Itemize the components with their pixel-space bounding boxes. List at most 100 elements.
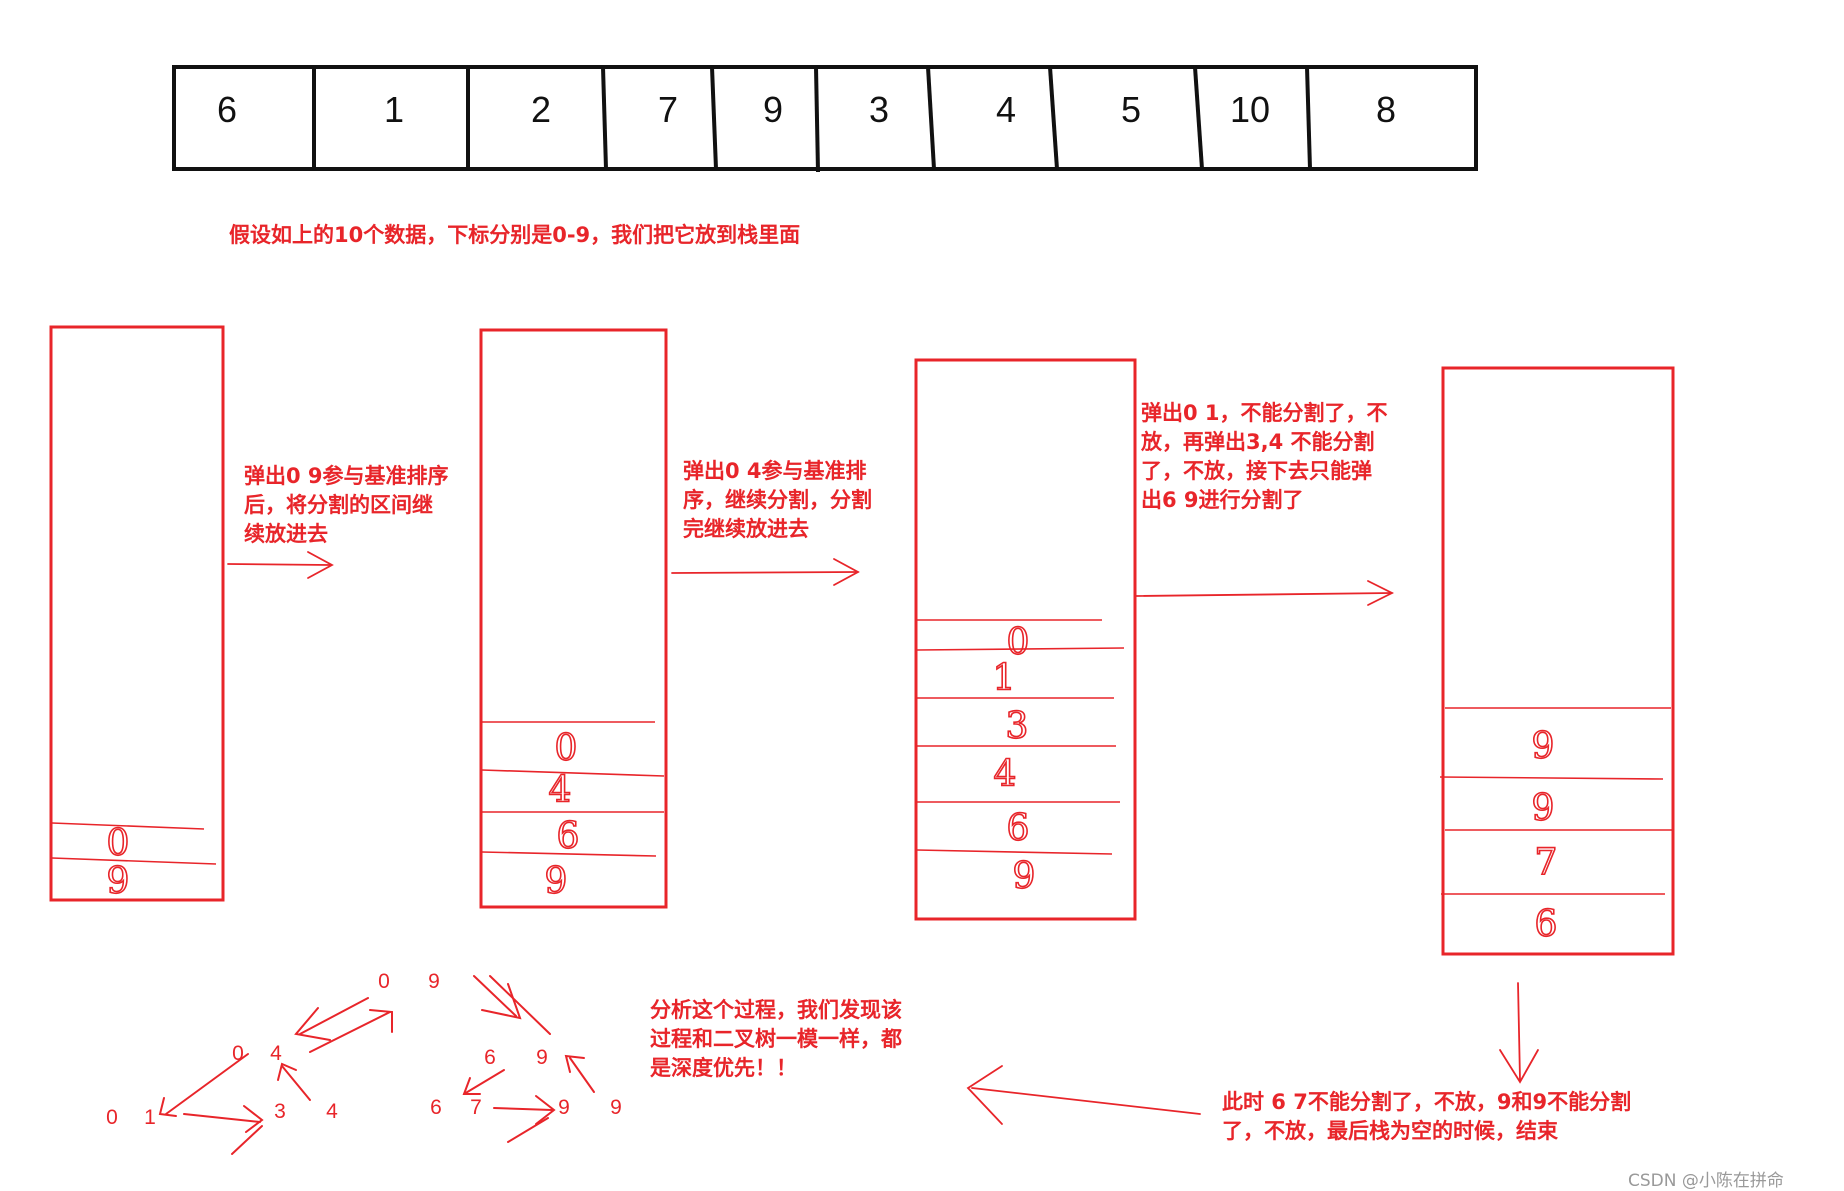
array-divider xyxy=(1048,66,1059,170)
stack-slot-line xyxy=(481,769,665,777)
tree-edge-arrow xyxy=(564,1054,595,1093)
tree-node-label: 0 xyxy=(232,1042,244,1065)
array-cell: 6 xyxy=(217,89,237,130)
tree-edge-arrow xyxy=(309,1009,393,1053)
note-line: 过程和二叉树一模一样，都 xyxy=(650,1027,902,1051)
arrow-step-1 xyxy=(227,551,334,579)
array-outline xyxy=(172,65,1478,171)
note-line: 弹出0 9参与基准排序 xyxy=(244,464,449,488)
step-2-note: 弹出0 4参与基准排 序，继续分割，分割 完继续放进去 xyxy=(683,457,872,544)
stack-slot-line xyxy=(51,857,217,865)
tree-edge-arrow xyxy=(473,975,522,1020)
stack-3-item: 4 xyxy=(994,754,1017,795)
stack-1-item: 0 xyxy=(107,823,130,864)
stack-3-item: 9 xyxy=(1013,856,1036,897)
arrow-to-end xyxy=(1499,982,1539,1084)
tree-node-label: 7 xyxy=(470,1096,482,1119)
analysis-note: 分析这个过程，我们发现该 过程和二叉树一模一样，都 是深度优先！！ xyxy=(650,996,902,1083)
array-cell: 2 xyxy=(531,89,551,130)
array-strip: 6 1 2 7 9 3 4 5 10 8 xyxy=(172,65,1478,173)
stack-3-item: 1 xyxy=(993,658,1016,699)
tree-node-label: 0 xyxy=(106,1106,118,1129)
array-divider xyxy=(1193,66,1204,170)
stack-slot-line xyxy=(481,851,657,857)
note-line: 出6 9进行分割了 xyxy=(1141,488,1304,512)
tree-edge-arrow xyxy=(489,975,551,1035)
tree-node-label: 9 xyxy=(428,970,440,993)
tree-node-label: 9 xyxy=(610,1096,622,1119)
stack-3-item: 6 xyxy=(1007,808,1030,849)
array-cell: 10 xyxy=(1230,89,1270,130)
stack-frame xyxy=(914,358,1137,921)
array-divider xyxy=(1305,66,1312,170)
stack-2-item: 6 xyxy=(557,816,580,857)
tree-edge-arrow xyxy=(158,1053,249,1117)
stack-frame xyxy=(49,325,225,902)
stack-slot-line xyxy=(1439,776,1664,780)
tree-edge-arrow xyxy=(507,1117,549,1143)
step-4-note: 此时 6 7不能分割了，不放，9和9不能分割 了，不放，最后栈为空的时候，结束 xyxy=(1222,1088,1631,1146)
stack-2-item: 0 xyxy=(555,728,578,769)
stack-4-item: 6 xyxy=(1535,904,1558,945)
stack-slot-line xyxy=(916,647,1125,651)
array-divider xyxy=(814,66,820,173)
note-line: 弹出0 4参与基准排 xyxy=(683,459,867,483)
tree-node-label: 9 xyxy=(558,1096,570,1119)
note-line: 是深度优先！！ xyxy=(650,1056,797,1080)
stack-1 xyxy=(49,325,225,902)
step-3-note: 弹出0 1，不能分割了，不 放，再弹出3,4 不能分割 了，不放，接下去只能弹 … xyxy=(1141,399,1388,515)
tree-node-label: 9 xyxy=(536,1046,548,1069)
stack-3-item: 3 xyxy=(1006,706,1029,747)
tree-edge-arrow xyxy=(231,1125,263,1155)
tree-node-label: 1 xyxy=(144,1106,156,1129)
array-cell: 4 xyxy=(996,89,1016,130)
tree-edge-arrow xyxy=(462,1069,505,1095)
stack-4-item: 7 xyxy=(1535,842,1558,883)
stack-4 xyxy=(1439,366,1675,956)
array-divider xyxy=(601,66,608,170)
watermark: CSDN @小陈在拼命 xyxy=(1628,1171,1784,1191)
tree-edge-arrow xyxy=(493,1095,556,1125)
tree-node-label: 6 xyxy=(430,1096,442,1119)
tree-node-label: 4 xyxy=(270,1042,282,1065)
intro-note: 假设如上的10个数据，下标分别是0-9，我们把它放到栈里面 xyxy=(229,223,801,247)
array-cell: 8 xyxy=(1376,89,1396,130)
array-cell: 5 xyxy=(1121,89,1141,130)
stack-1-item: 9 xyxy=(107,861,130,902)
array-cell: 9 xyxy=(763,89,783,130)
note-line: 后，将分割的区间继 xyxy=(244,493,433,517)
tree-edge-arrow xyxy=(294,997,369,1041)
tree-node-label: 4 xyxy=(326,1100,338,1123)
arrow-step-3 xyxy=(1135,580,1395,606)
note-line: 了，不放，接下去只能弹 xyxy=(1141,459,1372,483)
stack-2-item: 9 xyxy=(545,861,568,902)
array-cell: 7 xyxy=(658,89,678,130)
stack-2-item: 4 xyxy=(549,770,572,811)
stack-3 xyxy=(914,358,1137,921)
note-line: 此时 6 7不能分割了，不放，9和9不能分割 xyxy=(1222,1090,1632,1114)
step-1-note: 弹出0 9参与基准排序 后，将分割的区间继 续放进去 xyxy=(244,462,449,549)
stack-3-item: 0 xyxy=(1007,622,1030,663)
stack-4-item: 9 xyxy=(1532,788,1555,829)
array-divider xyxy=(926,66,936,170)
note-line: 序，继续分割，分割 xyxy=(683,488,872,512)
stack-frame xyxy=(1441,366,1675,956)
note-line: 续放进去 xyxy=(244,522,328,546)
stack-2 xyxy=(479,328,668,909)
tree-edge-arrow xyxy=(183,1105,264,1133)
tree-node-label: 3 xyxy=(274,1100,286,1123)
arrow-step-2 xyxy=(671,558,860,586)
stack-4-item: 9 xyxy=(1532,726,1555,767)
note-line: 完继续放进去 xyxy=(683,517,809,541)
stack-slot-line xyxy=(916,849,1113,855)
array-cell: 1 xyxy=(384,89,404,130)
tree-node-label: 6 xyxy=(484,1046,496,1069)
tree-node-label: 0 xyxy=(378,970,390,993)
note-line: 放，再弹出3,4 不能分割 xyxy=(1141,430,1375,454)
arrow-to-analysis xyxy=(966,1065,1201,1125)
array-cell: 3 xyxy=(869,89,889,130)
note-line: 弹出0 1，不能分割了，不 xyxy=(1141,401,1388,425)
note-line: 分析这个过程，我们发现该 xyxy=(650,998,902,1022)
stack-frame xyxy=(479,328,668,909)
